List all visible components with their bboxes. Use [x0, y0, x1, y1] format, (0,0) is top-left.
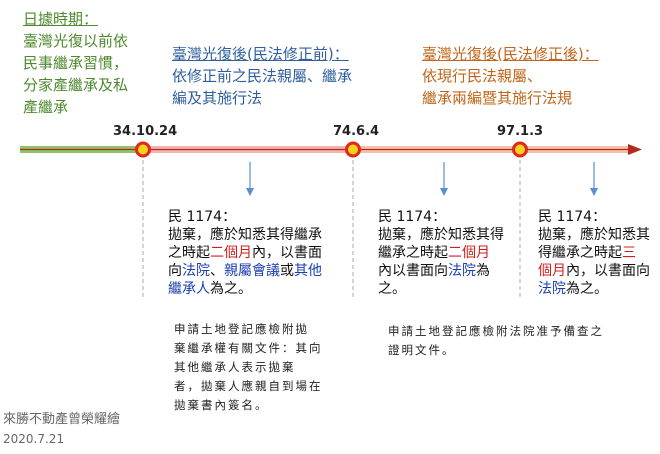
note-text: 為之。 [566, 281, 608, 297]
era-pre-amend: 臺灣光復後(民法修正前)： 依修正前之民法親屬、繼承 編及其施行法 [172, 43, 372, 109]
era-pre-amend-desc-line: 依修正前之民法親屬、繼承 [172, 67, 353, 85]
note-heading: 民 1174： [378, 209, 447, 225]
doc-requirement-1: 申請土地登記應檢附拋 棄繼承權有關文件：其向 其他繼承人表示拋棄 者，拋棄人應親… [174, 320, 354, 415]
era-post-amend-desc-line: 依現行民法親屬、 [422, 67, 543, 85]
note-line: 法院為之。 [538, 280, 658, 298]
note-period-1: 民 1174： 拋棄，應於知悉其得繼承 之時起二個月內，以書面 向法院、親屬會議… [168, 208, 348, 298]
note-text: 得繼承之時起 [538, 245, 622, 261]
deadline-highlight: 個月 [538, 263, 566, 279]
doc-line: 拋棄書內簽名。 [174, 398, 269, 412]
doc-line: 申請土地登記應檢附拋 [174, 322, 309, 336]
note-line: 得繼承之時起三 [538, 244, 658, 262]
author-credit: 來勝不動產曾榮耀繪 [3, 412, 121, 427]
date-marker-2 [345, 141, 361, 158]
note-line: 內以書面向法院為 [378, 262, 518, 280]
party-highlight: 法院 [538, 281, 566, 297]
note-line: 拋棄，應於知悉其得 [378, 227, 504, 243]
deadline-highlight: 二個月 [448, 245, 490, 261]
era-post-amend-desc-line: 繼承兩編暨其施行法規 [422, 89, 573, 107]
note-text: 內以書面向 [378, 263, 448, 279]
era-japanese-title: 日據時期： [23, 10, 99, 28]
note-text: 內，以書面 [252, 245, 322, 261]
doc-line: 者，拋棄人應親自到場在 [174, 379, 323, 393]
timeline-arrowhead [628, 144, 642, 155]
drawn-date: 2020.7.21 [3, 432, 65, 446]
doc-line: 證明文件。 [388, 343, 456, 357]
note-line: 之。 [378, 281, 406, 297]
era-pre-amend-desc-line: 編及其施行法 [172, 89, 263, 107]
party-highlight: 法院 [182, 263, 210, 279]
down-arrow-icon [590, 162, 598, 196]
party-highlight: 親屬會議 [224, 263, 280, 279]
doc-line: 申請土地登記應檢附法院准予備查之 [388, 324, 604, 338]
note-line: 拋棄，應於知悉其得繼承 [168, 227, 322, 243]
note-line: 之時起二個月內，以書面 [168, 244, 348, 262]
doc-requirement-2: 申請土地登記應檢附法院准予備查之 證明文件。 [388, 322, 656, 360]
date-marker-1 [135, 141, 151, 158]
note-line: 繼承人為之。 [168, 280, 348, 298]
date-label-1: 34.10.24 [113, 124, 178, 139]
era-japanese-desc-line: 產繼承 [23, 98, 69, 116]
era-post-amend: 臺灣光復後(民法修正後)： 依現行民法親屬、 繼承兩編暨其施行法規 [422, 43, 622, 109]
date-marker-3 [512, 141, 528, 158]
note-line: 向法院、親屬會議或其他 [168, 262, 348, 280]
party-highlight: 繼承人 [168, 281, 210, 297]
doc-line: 其他繼承人表示拋棄 [174, 360, 296, 374]
party-highlight: 其他 [294, 263, 322, 279]
era-japanese-desc-line: 民事繼承習慣， [23, 54, 129, 72]
down-arrow-icon [246, 162, 254, 196]
party-highlight: 法院 [448, 263, 476, 279]
note-heading: 民 1174： [538, 209, 607, 225]
note-heading: 民 1174： [168, 209, 237, 225]
note-period-3: 民 1174： 拋棄，應於知悉其 得繼承之時起三 個月內，以書面向 法院為之。 [538, 208, 658, 298]
note-text: 或 [280, 263, 294, 279]
note-text: 繼承之時起 [378, 245, 448, 261]
era-japanese-desc-line: 分家產繼承及私 [23, 76, 129, 94]
note-text: 、 [210, 263, 224, 279]
date-label-3: 97.1.3 [497, 124, 544, 139]
deadline-highlight: 二個月 [210, 245, 252, 261]
doc-line: 棄繼承權有關文件：其向 [174, 341, 323, 355]
note-period-2: 民 1174： 拋棄，應於知悉其得 繼承之時起二個月 內以書面向法院為 之。 [378, 208, 518, 298]
note-text: 向 [168, 263, 182, 279]
note-text: 為 [476, 263, 490, 279]
note-text: 之時起 [168, 245, 210, 261]
note-line: 繼承之時起二個月 [378, 244, 518, 262]
date-label-2: 74.6.4 [333, 124, 380, 139]
era-japanese-desc-line: 臺灣光復以前依 [23, 32, 129, 50]
era-post-amend-title: 臺灣光復後(民法修正後)： [422, 45, 599, 63]
deadline-highlight: 三 [622, 245, 636, 261]
era-japanese: 日據時期： 臺灣光復以前依 民事繼承習慣， 分家產繼承及私 產繼承 [23, 8, 148, 118]
note-text: 為之。 [210, 281, 252, 297]
era-pre-amend-title: 臺灣光復後(民法修正前)： [172, 45, 349, 63]
down-arrow-icon [440, 162, 448, 196]
note-text: 內，以書面向 [566, 263, 650, 279]
note-line: 個月內，以書面向 [538, 262, 658, 280]
note-line: 拋棄，應於知悉其 [538, 227, 650, 243]
